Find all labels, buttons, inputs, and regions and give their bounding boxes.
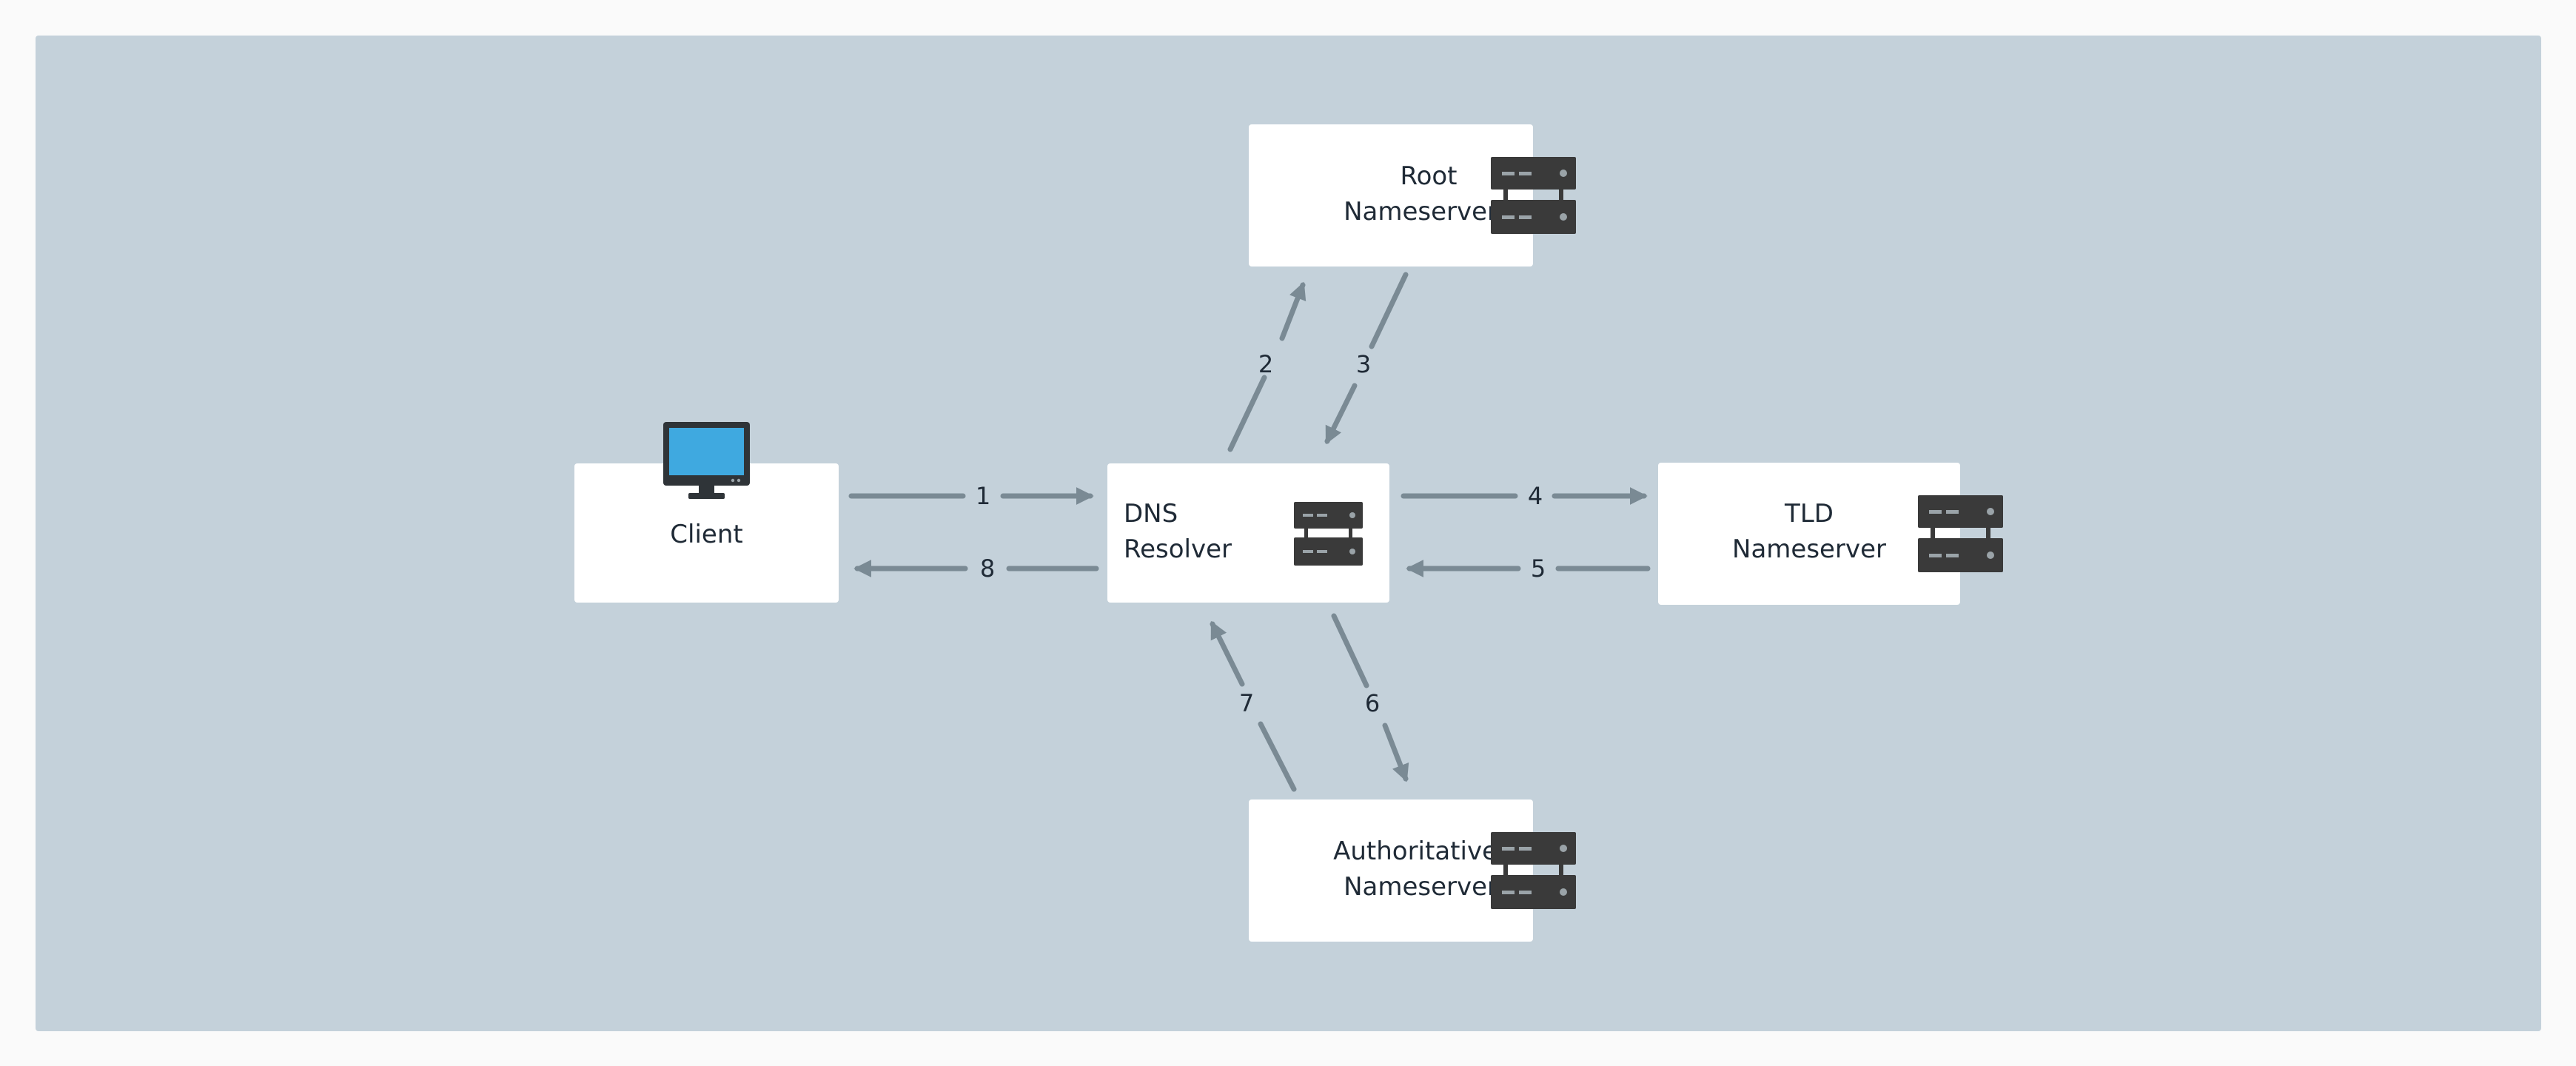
step-5-label: 5 [1531,554,1546,583]
client-label: Client [670,520,743,549]
step-4-label: 4 [1528,482,1543,510]
root-node [1249,124,1533,266]
resolver-label-line2: Resolver [1124,534,1232,564]
root-label-line1: Root [1400,161,1458,191]
arrow-step-7-tail [1210,620,1245,687]
step-8-label: 8 [980,554,995,583]
arrow-step-6 [1331,613,1369,688]
resolver-node [1107,463,1389,603]
authoritative-label-line2: Nameserver [1344,872,1497,902]
arrow-step-6-tail [1382,723,1409,782]
tld-label: TLD Nameserver [1658,496,1960,567]
server-icon [1918,495,2003,572]
arrow-step-3-tail [1324,383,1358,445]
authoritative-label-line1: Authoritative [1333,837,1497,866]
arrow-step-2-tail [1279,281,1307,341]
arrow-step-7 [1258,721,1297,792]
server-icon [1491,157,1576,234]
resolver-label-line1: DNS [1124,499,1178,529]
tld-node [1658,463,1960,605]
step-3-label: 3 [1356,350,1371,378]
step-7-label: 7 [1239,689,1254,717]
arrow-step-3 [1369,272,1409,349]
step-2-label: 2 [1258,350,1273,378]
authoritative-label: Authoritative Nameserver [1249,834,1497,905]
authoritative-node [1249,800,1533,942]
resolver-label: DNS Resolver [1124,496,1232,567]
server-icon [1294,502,1363,566]
step-6-label: 6 [1365,689,1380,717]
root-label: Root Nameserver [1249,158,1497,229]
server-icon [1491,832,1576,909]
arrows-layer: 1 8 2 3 4 5 6 7 [848,272,1651,792]
tld-label-line1: TLD [1785,499,1834,529]
diagram-canvas: 1 8 2 3 4 5 6 7 Client DNS Resolver [36,36,2541,1031]
arrow-step-2 [1227,375,1267,452]
monitor-icon [663,422,750,499]
root-label-line2: Nameserver [1344,197,1497,227]
tld-label-line2: Nameserver [1732,534,1886,564]
step-1-label: 1 [976,482,990,510]
